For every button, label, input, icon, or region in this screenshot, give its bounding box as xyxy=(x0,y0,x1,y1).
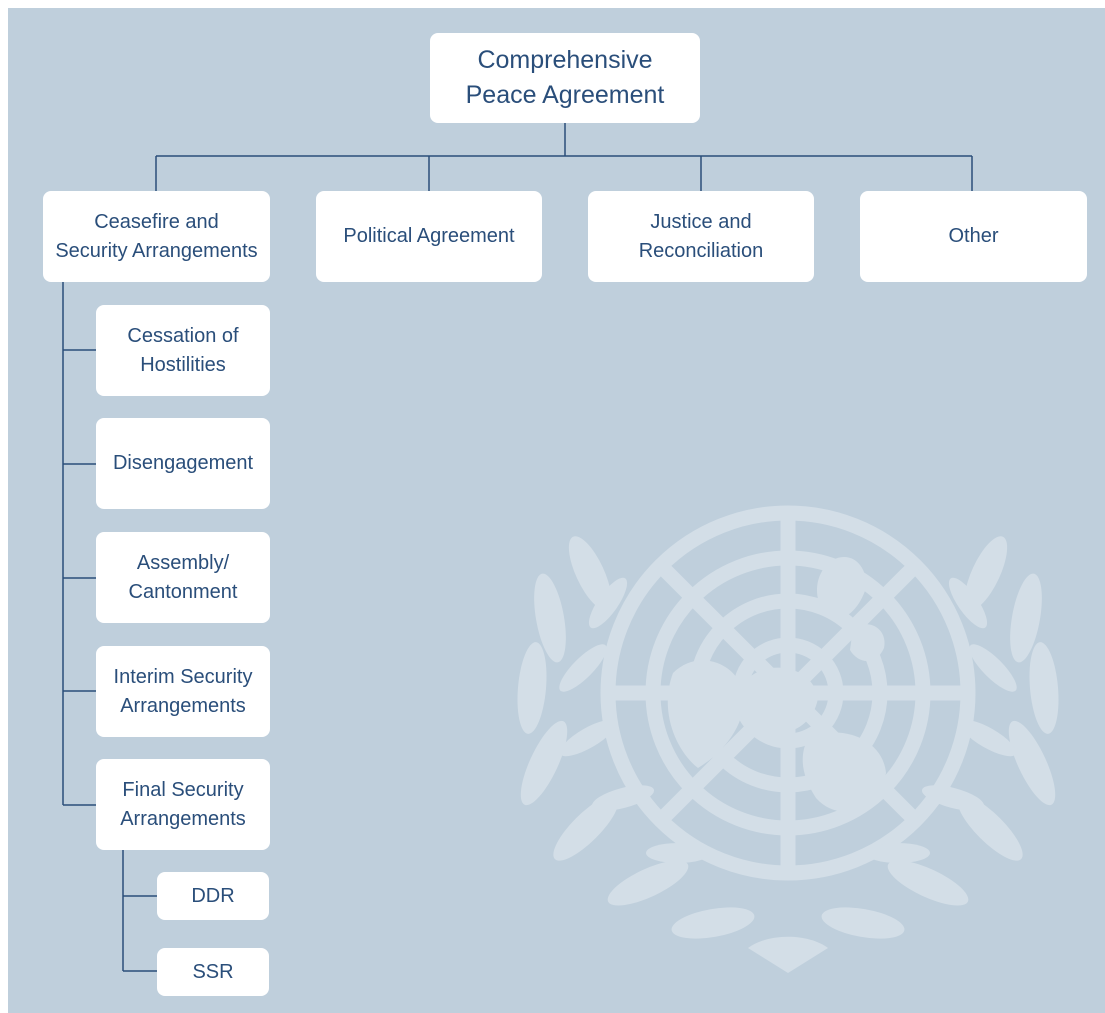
disengagement-node: Disengagement xyxy=(96,418,270,509)
ssr-node: SSR xyxy=(157,948,269,996)
connector-lines xyxy=(62,123,973,972)
political-agreement-node: Political Agreement xyxy=(316,191,542,282)
un-emblem-icon xyxy=(517,505,1059,973)
justice-reconciliation-node: Justice and Reconciliation xyxy=(588,191,814,282)
cessation-of-hostilities-node: Cessation of Hostilities xyxy=(96,305,270,396)
interim-security-node: Interim Security Arrangements xyxy=(96,646,270,737)
diagram-canvas: Comprehensive Peace Agreement Ceasefire … xyxy=(8,8,1105,1013)
ddr-node: DDR xyxy=(157,872,269,920)
assembly-cantonment-node: Assembly/ Cantonment xyxy=(96,532,270,623)
final-security-node: Final Security Arrangements xyxy=(96,759,270,850)
other-node: Other xyxy=(860,191,1087,282)
ceasefire-security-node: Ceasefire and Security Arrangements xyxy=(43,191,270,282)
comprehensive-peace-agreement-node: Comprehensive Peace Agreement xyxy=(430,33,700,123)
